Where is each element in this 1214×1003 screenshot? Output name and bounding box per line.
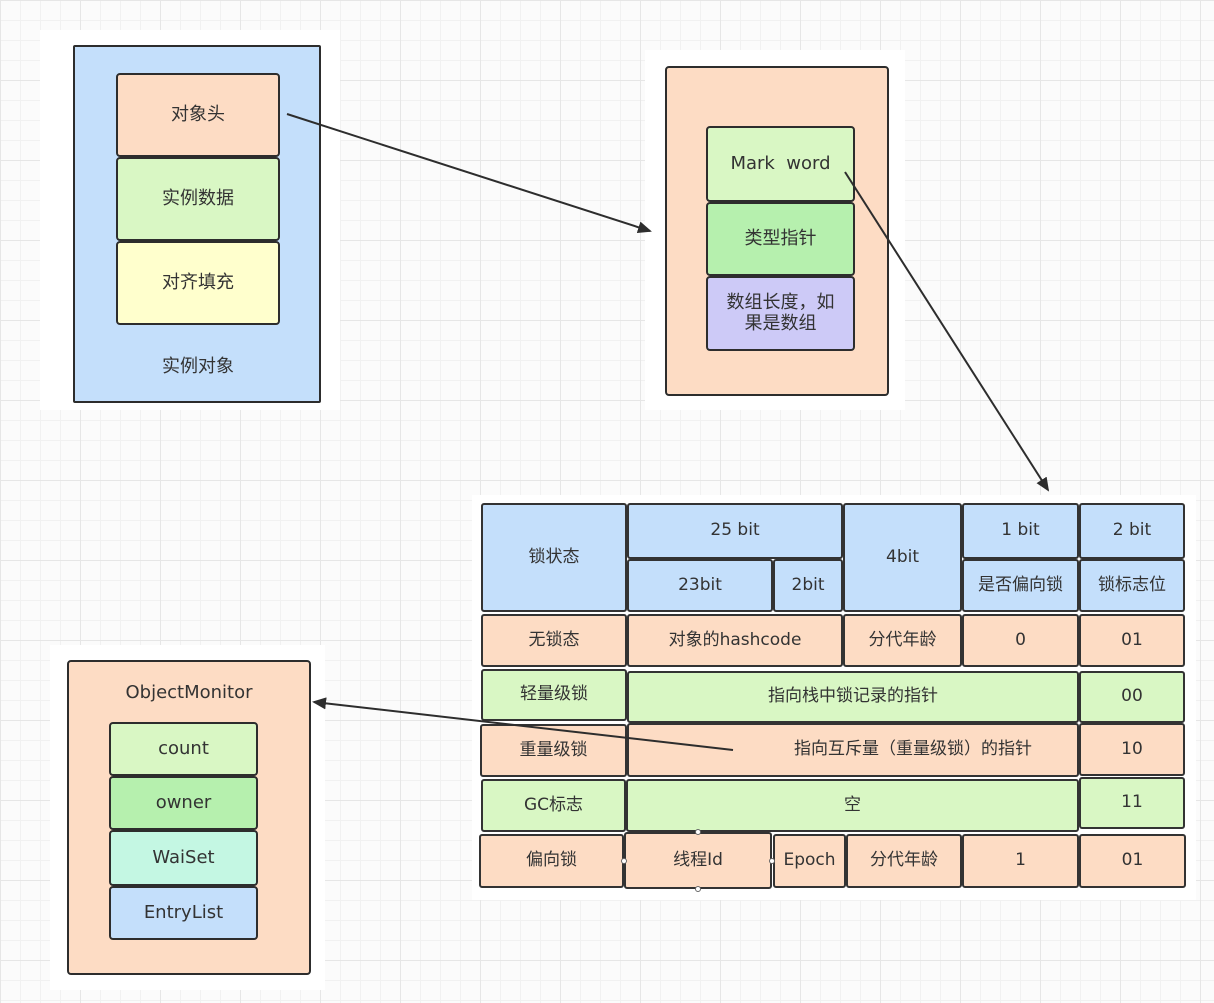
row-gc-content[interactable]: 空	[626, 779, 1079, 832]
row-heavyweight-flag[interactable]: 10	[1079, 723, 1185, 776]
cell-label: 0	[1015, 629, 1026, 650]
selection-handle[interactable]	[769, 858, 775, 864]
cell-label: 00	[1121, 686, 1143, 707]
mark-word-box[interactable]: Mark word	[706, 126, 855, 202]
instance-object-label: 实例对象	[162, 356, 234, 377]
row-unlocked-state[interactable]: 无锁态	[481, 614, 627, 667]
table-header-4bit[interactable]: 4bit	[843, 503, 962, 612]
table-header-2bit[interactable]: 2 bit	[1079, 503, 1185, 559]
cell-label: 01	[1121, 850, 1144, 871]
instance-data-label: 实例数据	[162, 187, 234, 209]
header-label: 2bit	[791, 574, 825, 595]
monitor-field-owner[interactable]: owner	[109, 776, 258, 830]
row-biased-state[interactable]: 偏向锁	[479, 834, 624, 888]
header-label: 2 bit	[1112, 520, 1152, 541]
object-monitor-title: ObjectMonitor	[125, 682, 253, 703]
header-label: 23bit	[678, 574, 722, 595]
cell-label: 轻量级锁	[520, 684, 588, 705]
monitor-field-label: EntryList	[143, 901, 224, 923]
alignment-padding-box[interactable]: 对齐填充	[116, 241, 280, 325]
arrow-header-to-detail	[286, 113, 652, 234]
cell-label: 重量级锁	[519, 739, 588, 760]
instance-data-box[interactable]: 实例数据	[116, 157, 280, 241]
row-biased-epoch[interactable]: Epoch	[773, 834, 846, 888]
row-biased-thread-id[interactable]: 线程Id	[624, 832, 772, 889]
row-biased-biased[interactable]: 1	[962, 834, 1079, 888]
cell-label: Epoch	[783, 850, 836, 871]
row-unlocked-flag[interactable]: 01	[1079, 614, 1185, 667]
header-label: 25 bit	[710, 520, 760, 541]
cell-label: 对象的hashcode	[668, 629, 802, 650]
header-label: 4bit	[886, 546, 919, 567]
selection-handle[interactable]	[695, 886, 701, 892]
header-label: 1 bit	[1001, 520, 1040, 541]
monitor-field-waitset[interactable]: WaiSet	[109, 830, 258, 886]
cell-label: 分代年龄	[868, 629, 937, 650]
cell-label: 分代年龄	[870, 850, 938, 871]
selection-handle[interactable]	[621, 858, 627, 864]
row-gc-flag[interactable]: 11	[1079, 777, 1185, 829]
table-header-23bit[interactable]: 23bit	[627, 559, 773, 612]
table-header-1bit[interactable]: 1 bit	[962, 503, 1079, 559]
row-lightweight-flag[interactable]: 00	[1079, 671, 1185, 723]
table-header-25bit[interactable]: 25 bit	[627, 503, 843, 559]
cell-label: 线程Id	[673, 849, 723, 870]
row-heavyweight-content[interactable]: 指向互斥量（重量级锁）的指针	[627, 723, 1079, 777]
row-gc-state[interactable]: GC标志	[481, 779, 626, 832]
object-header-box[interactable]: 对象头	[116, 73, 280, 157]
array-length-label: 数组长度，如果是数组	[726, 291, 835, 334]
monitor-field-label: count	[158, 737, 209, 759]
monitor-field-entrylist[interactable]: EntryList	[109, 886, 258, 940]
cell-label: 指向栈中锁记录的指针	[768, 686, 938, 707]
header-label: 锁状态	[528, 546, 580, 567]
monitor-field-count[interactable]: count	[109, 722, 258, 776]
row-heavyweight-state[interactable]: 重量级锁	[480, 724, 627, 777]
cell-label: 01	[1121, 629, 1143, 650]
monitor-field-label: owner	[155, 791, 212, 813]
array-length-box[interactable]: 数组长度，如果是数组	[706, 276, 855, 351]
table-header-biased-flag[interactable]: 是否偏向锁	[962, 559, 1079, 612]
row-unlocked-hashcode[interactable]: 对象的hashcode	[627, 614, 843, 667]
alignment-padding-label: 对齐填充	[162, 271, 234, 293]
cell-label: 偏向锁	[526, 850, 577, 871]
cell-label: 10	[1121, 738, 1143, 759]
cell-label: 1	[1015, 850, 1026, 871]
cell-label: 11	[1121, 792, 1143, 813]
object-header-label: 对象头	[171, 103, 225, 125]
table-header-2bit-a[interactable]: 2bit	[773, 559, 843, 612]
table-header-lock-flag[interactable]: 锁标志位	[1079, 559, 1185, 612]
row-unlocked-biased[interactable]: 0	[962, 614, 1079, 667]
cell-label: 指向互斥量（重量级锁）的指针	[794, 739, 1032, 760]
cell-label: 空	[844, 794, 861, 815]
cell-label: GC标志	[523, 794, 584, 815]
row-biased-age[interactable]: 分代年龄	[846, 834, 962, 888]
row-unlocked-age[interactable]: 分代年龄	[843, 614, 962, 667]
mark-word-label: Mark word	[730, 152, 831, 174]
selection-handle[interactable]	[695, 829, 701, 835]
header-label: 是否偏向锁	[978, 574, 1063, 595]
row-lightweight-content[interactable]: 指向栈中锁记录的指针	[627, 671, 1079, 723]
monitor-field-label: WaiSet	[152, 846, 215, 868]
table-header-lock-state[interactable]: 锁状态	[481, 503, 627, 612]
type-pointer-box[interactable]: 类型指针	[706, 202, 855, 276]
cell-label: 无锁态	[528, 629, 580, 650]
row-lightweight-state[interactable]: 轻量级锁	[481, 669, 627, 721]
type-pointer-label: 类型指针	[744, 227, 817, 249]
header-label: 锁标志位	[1098, 574, 1166, 595]
row-biased-flag[interactable]: 01	[1079, 834, 1186, 888]
